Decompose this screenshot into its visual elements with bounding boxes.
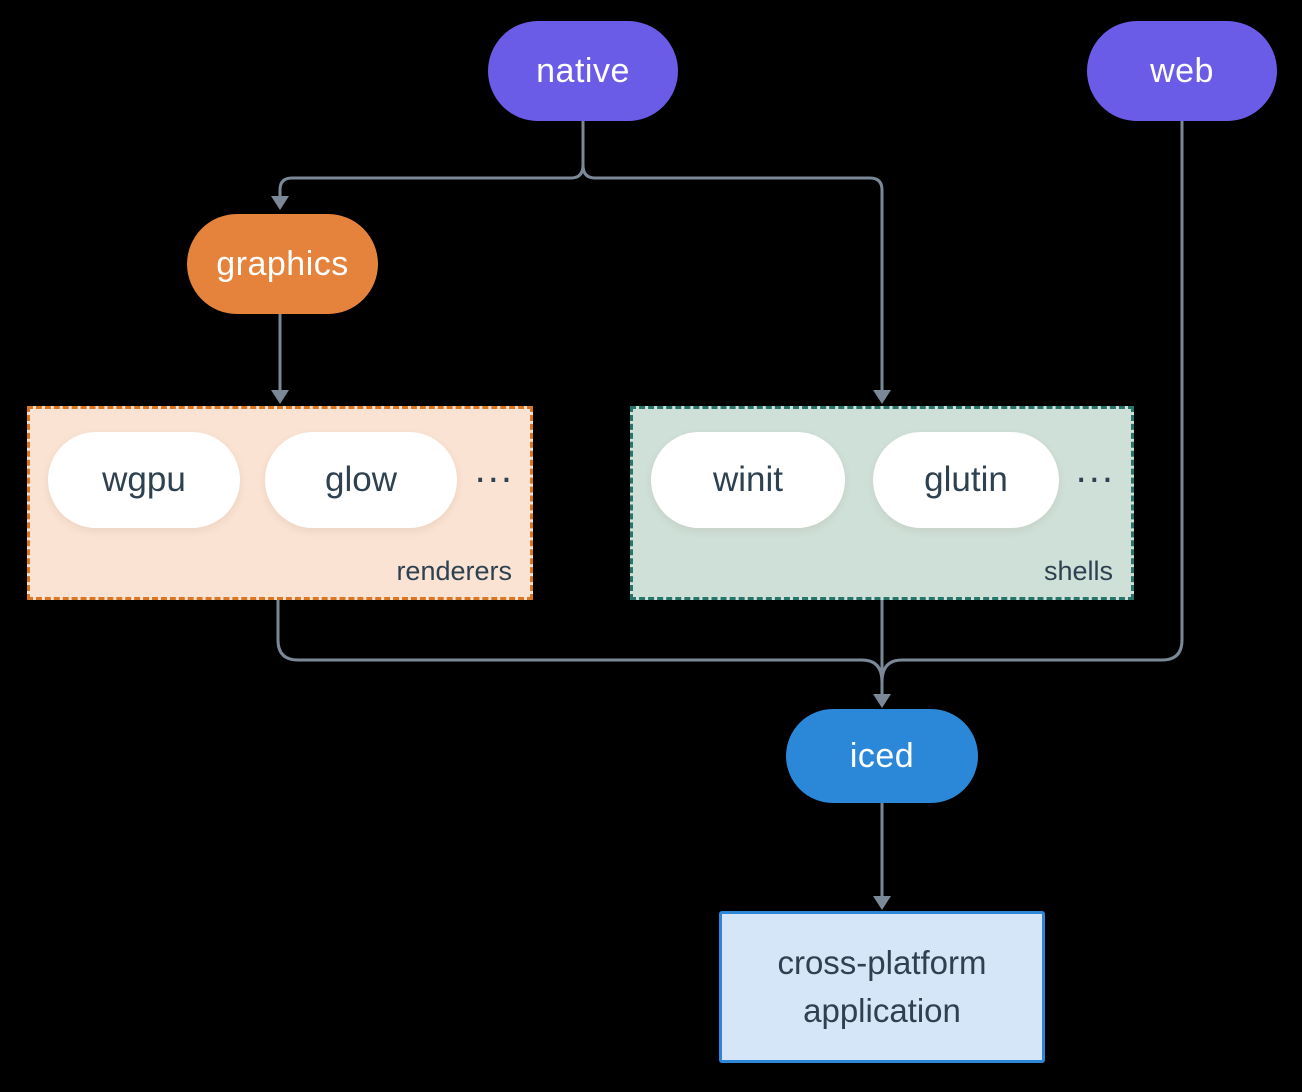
shells-group-label: shells — [1043, 556, 1113, 586]
arrowhead-iced — [873, 694, 891, 708]
node-glutin-label: glutin — [924, 460, 1008, 499]
node-winit: winit — [651, 432, 845, 528]
node-graphics-label: graphics — [216, 244, 349, 283]
shells-ellipsis: ... — [1075, 447, 1115, 491]
node-glutin: glutin — [873, 432, 1059, 528]
group-shells: winit glutin ... shells — [630, 406, 1134, 600]
arrowhead-shells — [873, 390, 891, 404]
group-renderers: wgpu glow ... renderers — [27, 406, 533, 600]
node-iced-label: iced — [849, 736, 915, 775]
node-glow: glow — [265, 432, 457, 528]
node-web-label: web — [1150, 51, 1214, 90]
arrowhead-application — [873, 896, 891, 910]
edge-renderers-to-merge — [276, 600, 884, 683]
arrowhead-renderers — [271, 390, 289, 404]
node-native: native — [488, 21, 678, 121]
application-label-line1: cross-platform — [777, 944, 987, 981]
node-winit-label: winit — [712, 460, 784, 499]
node-glow-label: glow — [325, 460, 397, 499]
node-web: web — [1087, 21, 1277, 121]
node-iced: iced — [786, 709, 978, 803]
application-label-line2: application — [803, 992, 961, 1029]
edge-native-to-shells — [581, 164, 884, 390]
edge-native-to-graphics — [278, 164, 585, 196]
node-wgpu-label: wgpu — [102, 460, 186, 499]
node-native-label: native — [536, 51, 630, 90]
arrowhead-graphics — [271, 196, 289, 210]
node-graphics: graphics — [187, 214, 378, 314]
node-wgpu: wgpu — [48, 432, 240, 528]
node-cross-platform-application: cross-platform application — [719, 911, 1045, 1063]
edge-web-to-merge — [880, 121, 1184, 683]
renderers-group-label: renderers — [396, 556, 512, 586]
renderers-ellipsis: ... — [474, 447, 514, 491]
